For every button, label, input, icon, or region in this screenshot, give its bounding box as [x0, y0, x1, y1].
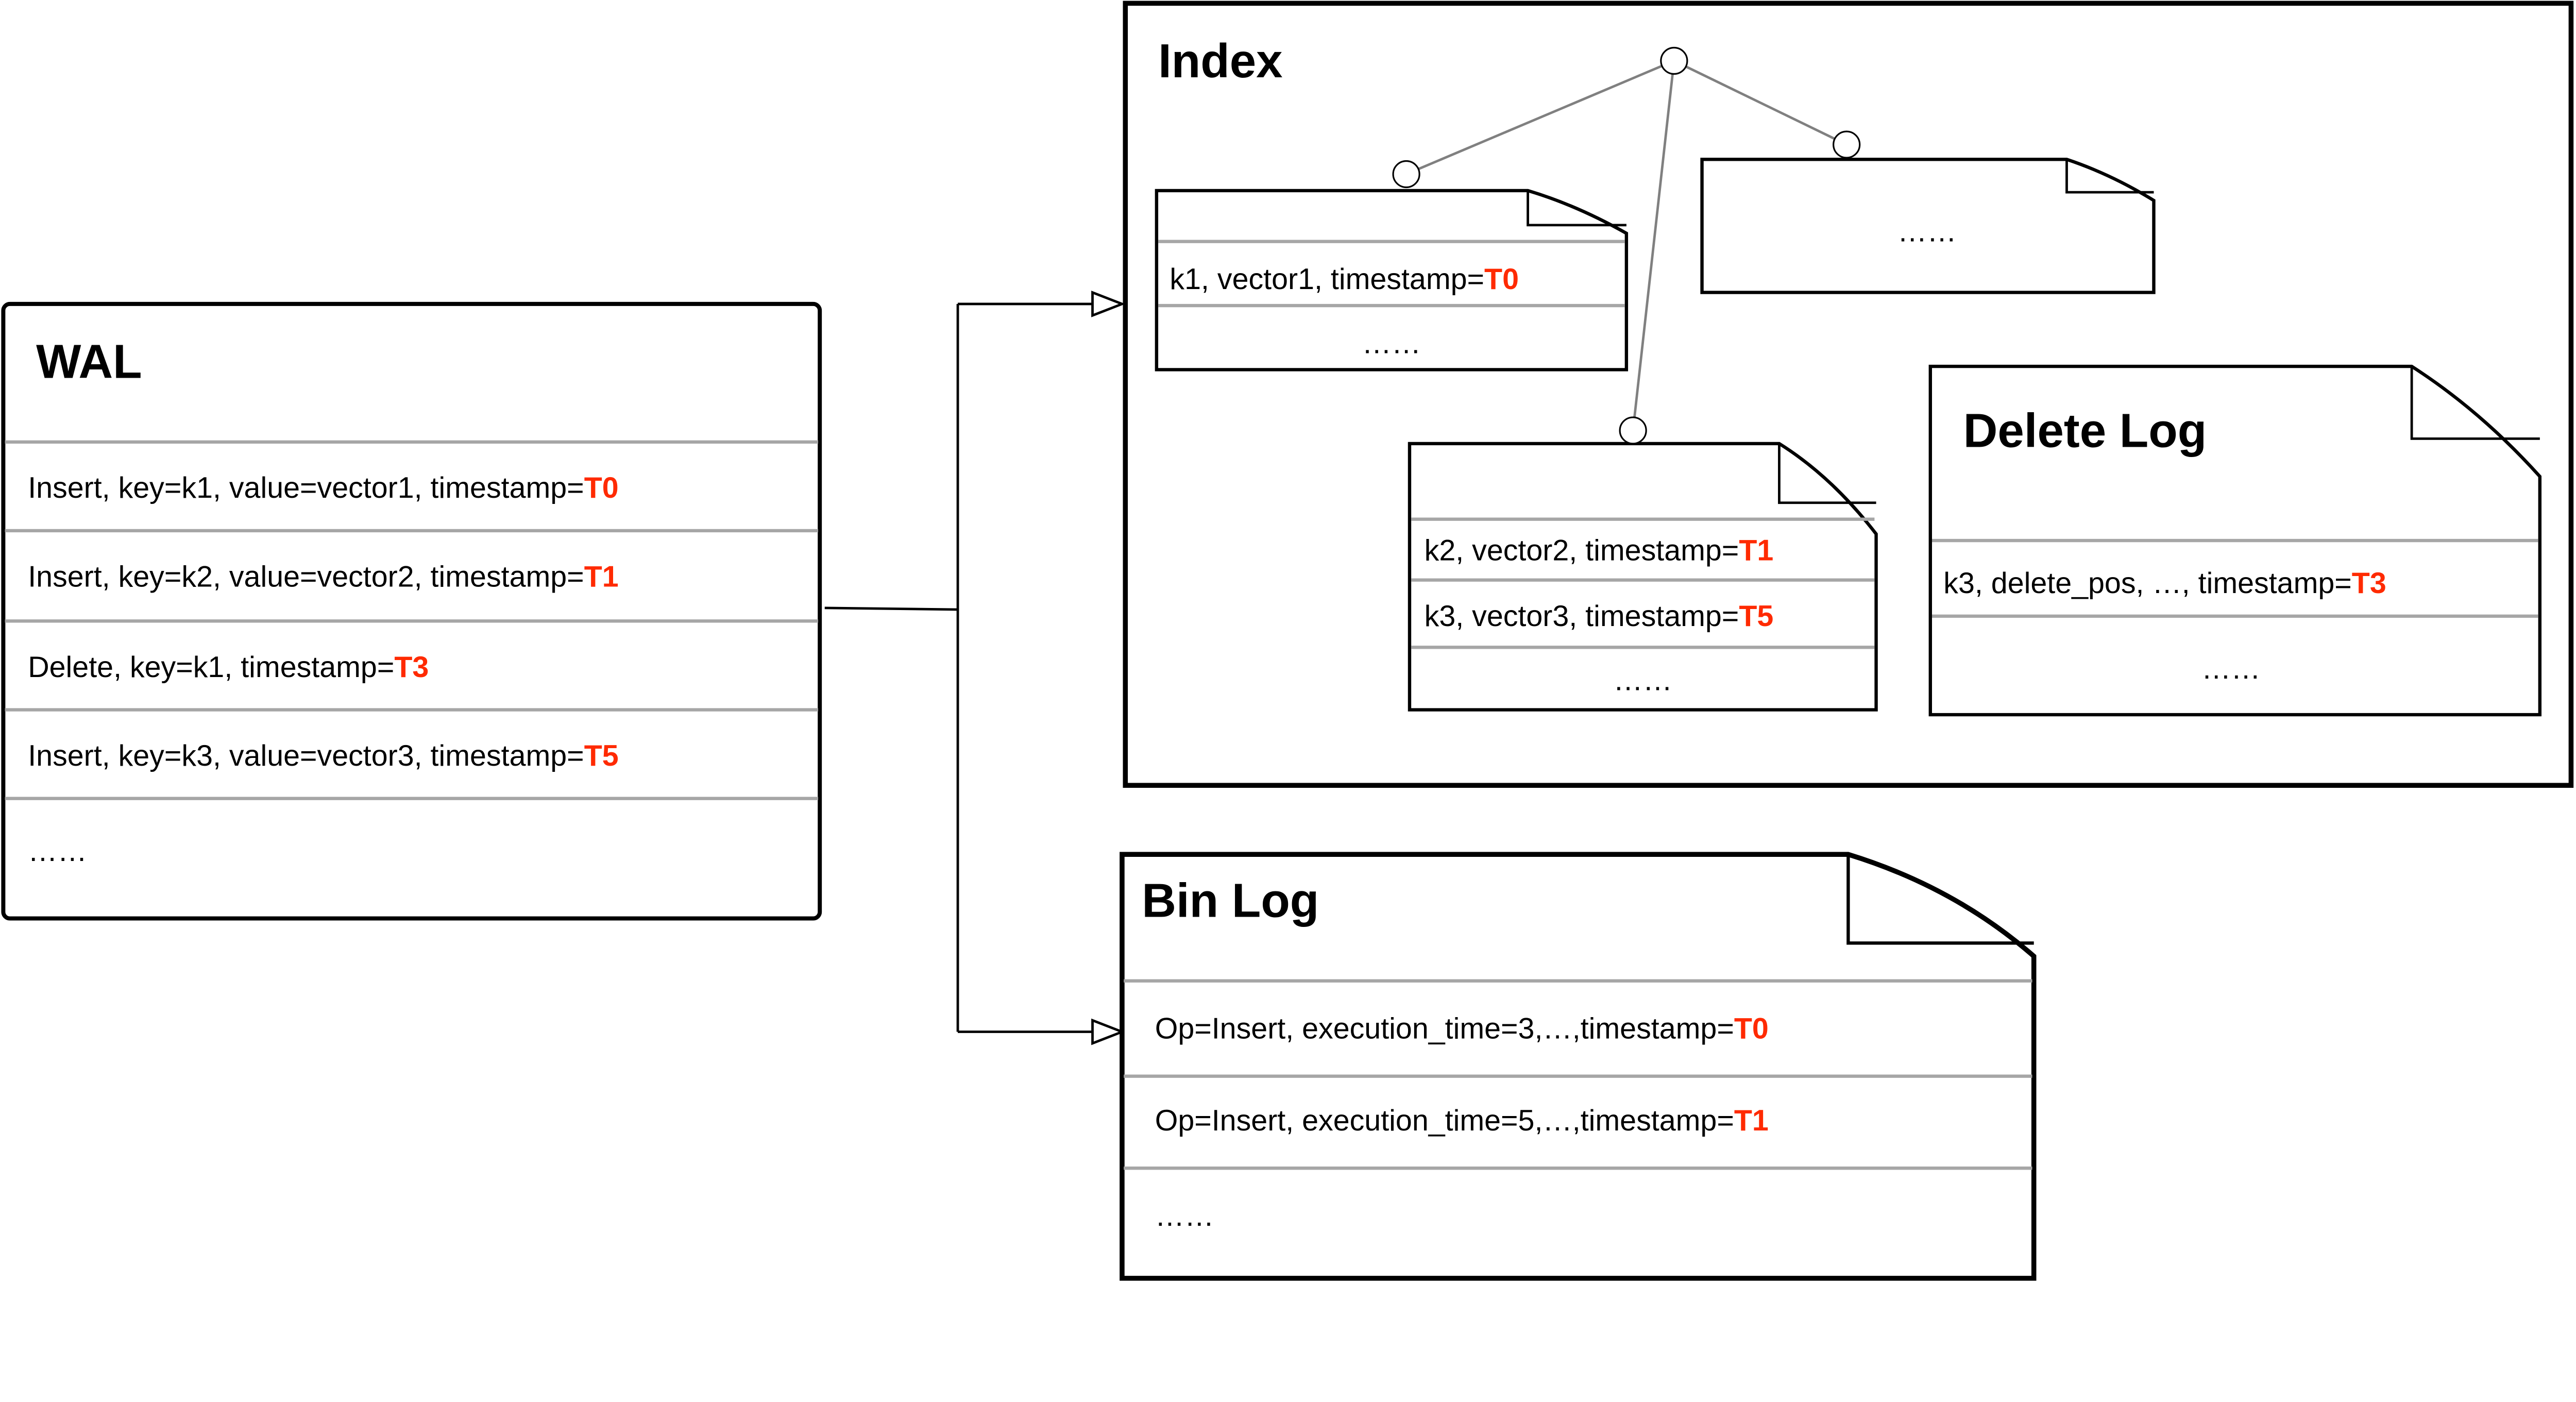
bin-log-row: Op=Insert, execution_time=5,…,timestamp=…	[1155, 1104, 1769, 1137]
segment-row: k1, vector1, timestamp=T0	[1170, 263, 1519, 296]
wal-title: WAL	[36, 334, 142, 388]
segment-row: k2, vector2, timestamp=T1	[1425, 534, 1774, 567]
tree-node	[1619, 416, 1647, 445]
wal-more: ……	[28, 835, 87, 868]
segment-more: ……	[1362, 327, 1421, 360]
segment-more: ……	[1613, 664, 1672, 697]
wal-row: Insert, key=k2, value=vector2, timestamp…	[28, 560, 618, 593]
segment-more: ……	[1897, 215, 1957, 248]
delete-log: Delete Log k3, delete_pos, …, timestamp=…	[1928, 364, 2542, 717]
wal-box: WAL Insert, key=k1, value=vector1, times…	[1, 301, 822, 921]
wal-row: Insert, key=k3, value=vector3, timestamp…	[28, 739, 618, 772]
wal-row: Insert, key=k1, value=vector1, timestamp…	[28, 471, 618, 504]
bin-log: Bin Log Op=Insert, execution_time=3,…,ti…	[1120, 852, 2037, 1281]
segment-row: k3, vector3, timestamp=T5	[1425, 600, 1774, 633]
delete-log-more: ……	[2201, 652, 2261, 685]
index-segment-3: k2, vector2, timestamp=T1 k3, vector3, t…	[1408, 442, 1878, 712]
wal-row: Delete, key=k1, timestamp=T3	[28, 651, 429, 684]
index-tree-edges	[1405, 59, 1848, 431]
bin-log-title: Bin Log	[1142, 873, 1319, 927]
delete-log-title: Delete Log	[1963, 403, 2207, 457]
tree-root-node	[1660, 46, 1688, 75]
arrowhead-index	[1091, 291, 1126, 317]
index-title: Index	[1158, 34, 1283, 88]
index-tree-nodes	[1392, 46, 1861, 445]
tree-node	[1833, 130, 1861, 159]
index-segment-2: ……	[1700, 158, 2156, 294]
connector-arrows	[824, 291, 1126, 1045]
wal-index-binlog-diagram: WAL Insert, key=k1, value=vector1, times…	[1, 1, 2574, 1281]
bin-log-row: Op=Insert, execution_time=3,…,timestamp=…	[1155, 1012, 1769, 1045]
index-segment-1: k1, vector1, timestamp=T0 ……	[1155, 189, 1629, 371]
index-box: Index k1, vector1, timestamp=T0 …… …… k	[1123, 1, 2574, 788]
tree-node	[1392, 160, 1420, 189]
arrowhead-binlog	[1091, 1018, 1126, 1045]
bin-log-more: ……	[1155, 1200, 1214, 1232]
delete-log-row: k3, delete_pos, …, timestamp=T3	[1943, 567, 2386, 600]
